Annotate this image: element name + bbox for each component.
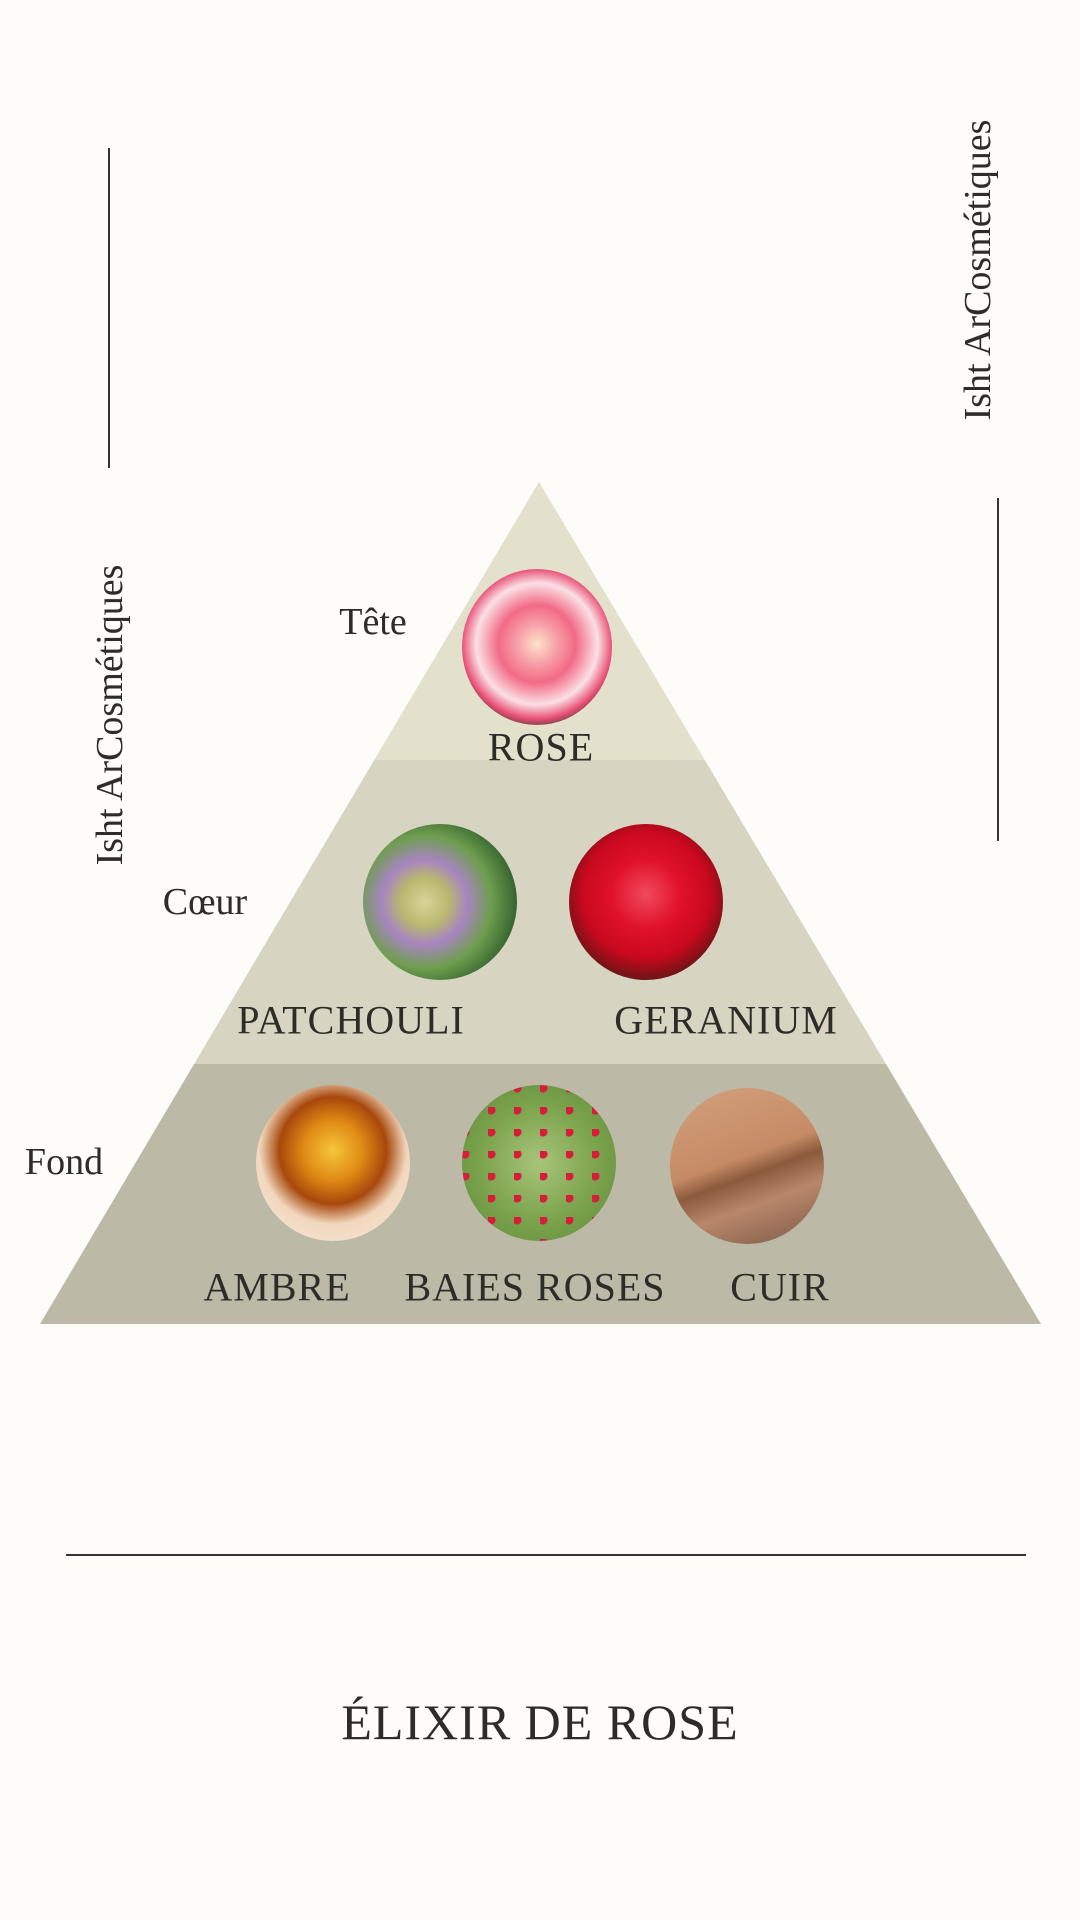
patchouli-image (363, 824, 517, 980)
note-baies-roses: BAIES ROSES (404, 1264, 666, 1310)
note-ambre: AMBRE (203, 1264, 351, 1310)
product-title: ÉLIXIR DE ROSE (341, 1694, 739, 1750)
tier-label-top: Tête (339, 601, 407, 643)
left-decorative-line (108, 148, 110, 468)
rose-image (462, 569, 612, 725)
note-rose: ROSE (487, 724, 595, 770)
note-patchouli: PATCHOULI (237, 997, 465, 1043)
leather-image (670, 1088, 824, 1244)
amber-image (256, 1085, 410, 1241)
horizontal-divider (66, 1554, 1026, 1556)
tier-label-heart: Cœur (162, 881, 248, 923)
note-geranium: GERANIUM (614, 997, 838, 1043)
note-cuir: CUIR (730, 1264, 830, 1310)
geranium-image (569, 824, 723, 980)
tier-label-base: Fond (24, 1141, 104, 1183)
pink-peppercorn-image (462, 1085, 616, 1241)
right-decorative-line (997, 498, 999, 841)
